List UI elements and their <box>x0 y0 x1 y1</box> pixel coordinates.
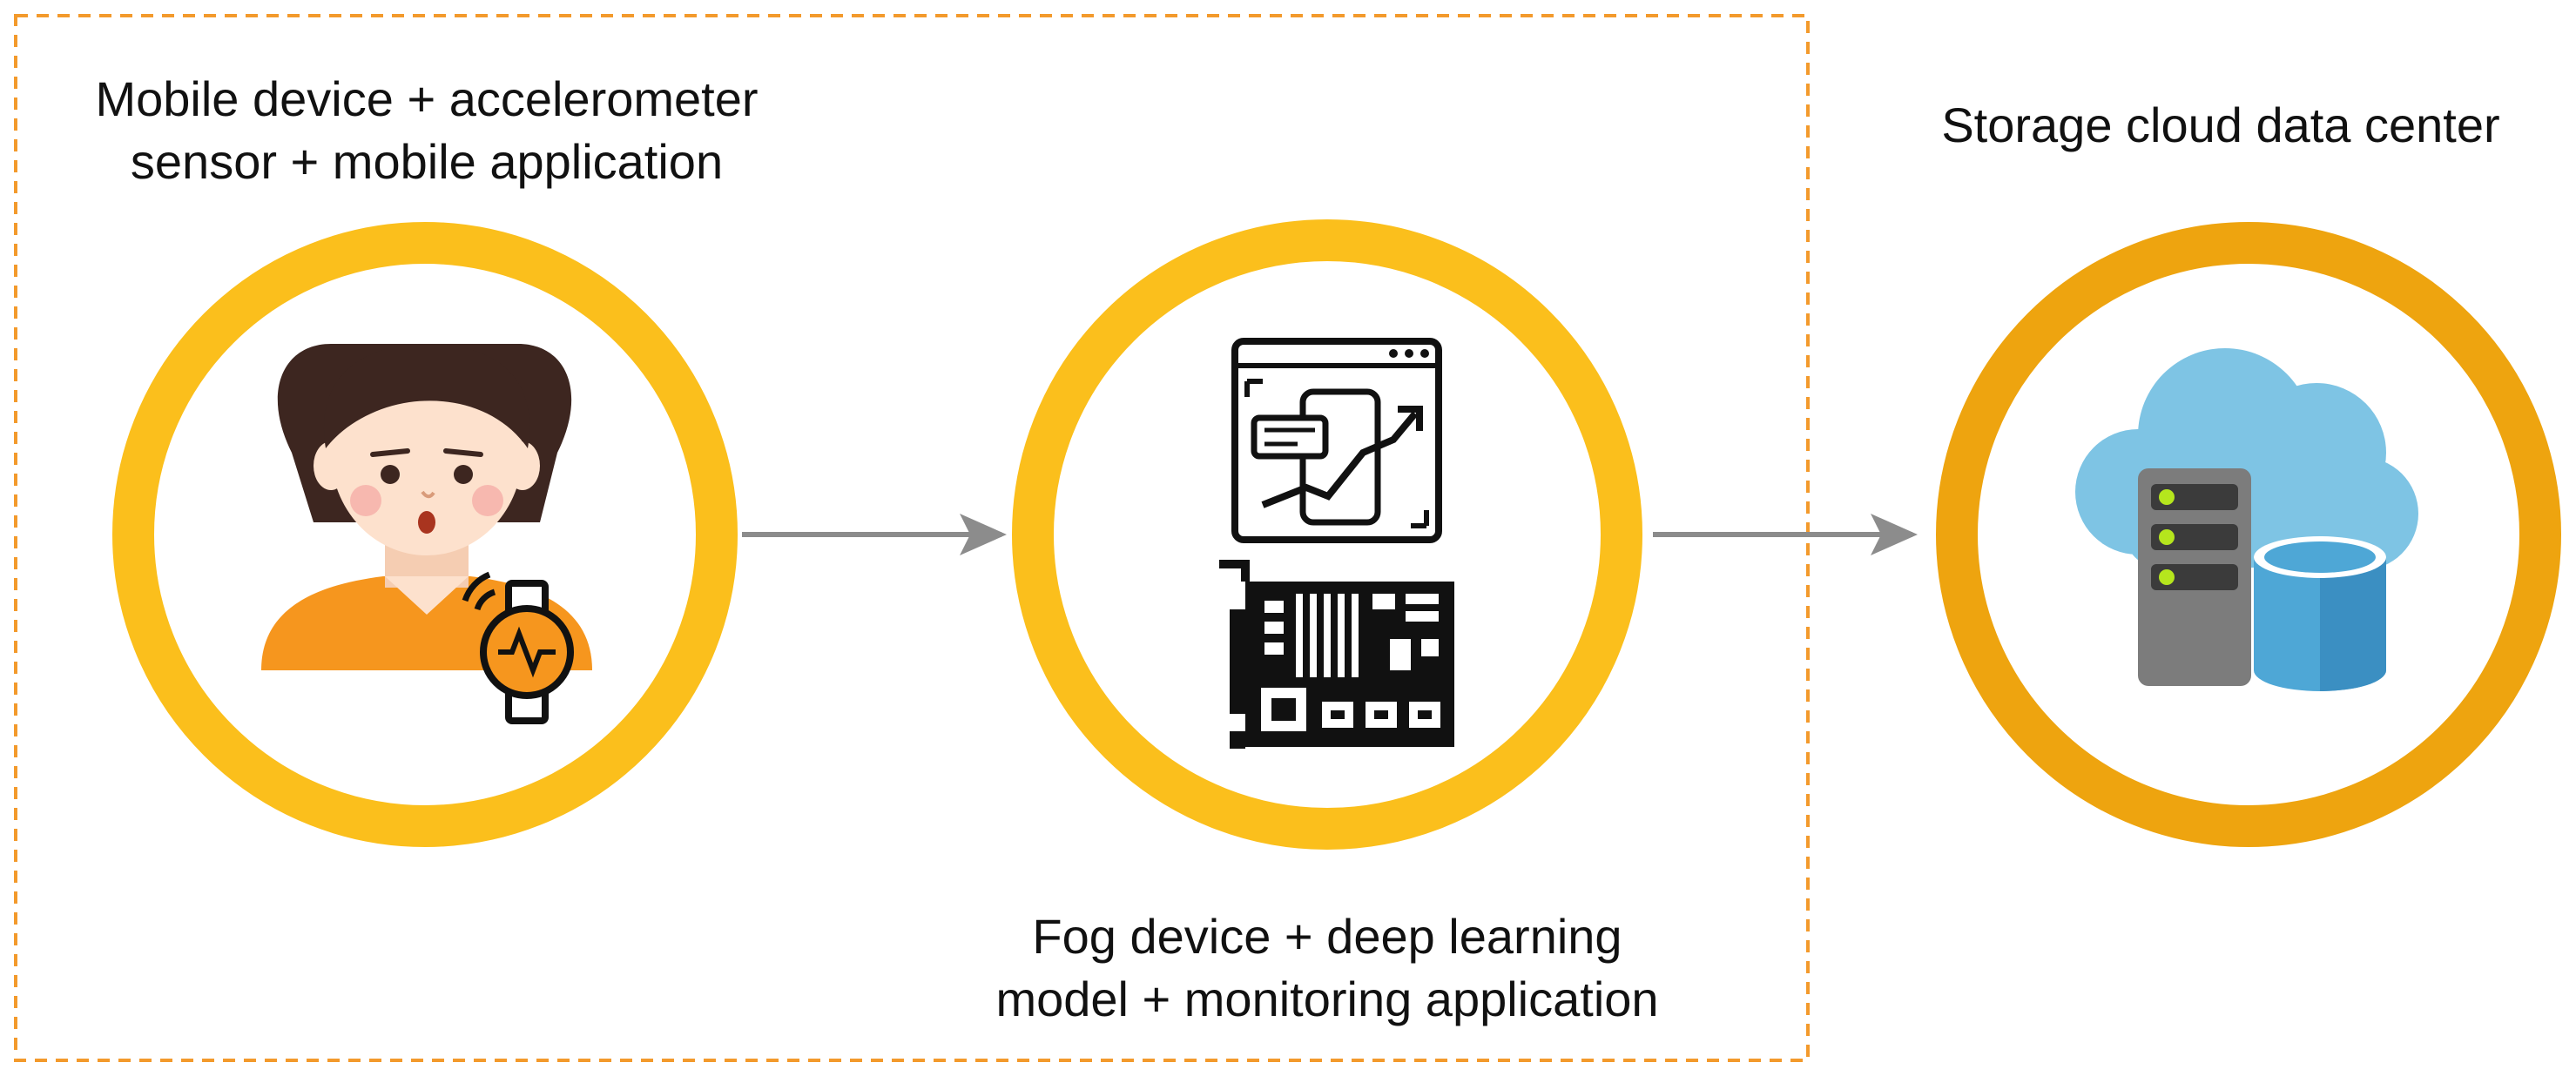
smartwatch-icon <box>462 571 574 724</box>
fog-label-line-2: model + monitoring application <box>995 972 1659 1026</box>
mobile-label-line-2: sensor + mobile application <box>130 134 724 189</box>
monitoring-dashboard-icon <box>1231 338 1442 543</box>
cloud-server-database-icon <box>2075 348 2418 691</box>
cloud-node-label: Storage cloud data center <box>1872 94 2569 157</box>
circuit-board-icon <box>1219 560 1454 749</box>
edge-group-boundary <box>14 14 1810 1062</box>
mobile-node-label: Mobile device + accelerometer sensor + m… <box>35 68 819 193</box>
fog-label-line-1: Fog device + deep learning <box>1032 909 1622 964</box>
mobile-label-line-1: Mobile device + accelerometer <box>95 71 759 126</box>
fog-node-label: Fog device + deep learning model + monit… <box>935 905 1719 1031</box>
woman-with-smartwatch-icon <box>261 344 592 724</box>
cloud-label-line-1: Storage cloud data center <box>1941 98 2500 152</box>
